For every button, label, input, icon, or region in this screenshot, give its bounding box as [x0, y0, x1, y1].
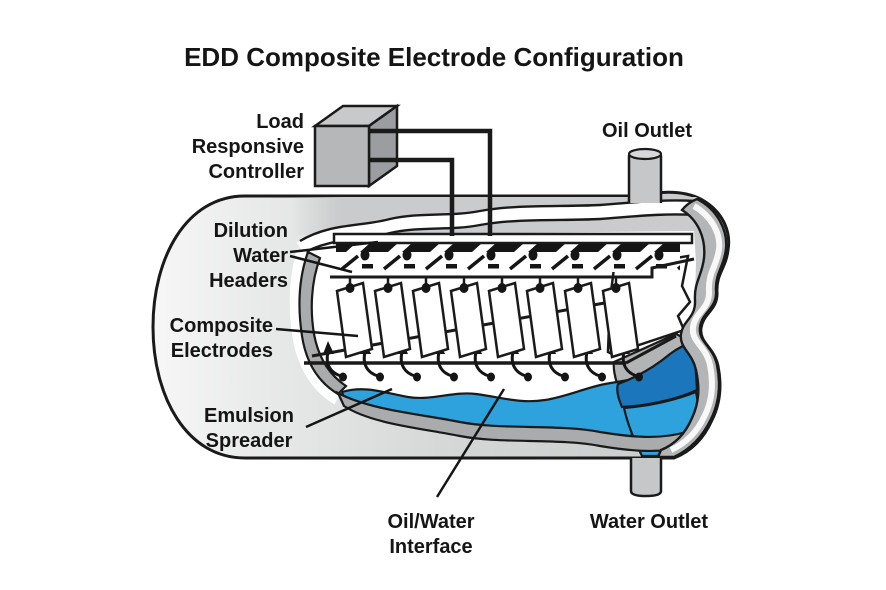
- shell-highlight: [669, 203, 723, 453]
- pointer-dilution-lower: [289, 254, 353, 274]
- electrode-plate: [563, 281, 602, 359]
- flow-hook-curve: [547, 351, 564, 378]
- wire-upper: [368, 128, 493, 236]
- label-dilution-line3: Headers: [209, 270, 288, 292]
- flow-droplet-dot: [598, 372, 606, 382]
- label-controller-line1: Load: [256, 111, 304, 133]
- label-dilution-line2: Water: [233, 245, 288, 267]
- wire-lower: [368, 157, 455, 236]
- label-electrodes-line1: Composite: [170, 315, 273, 337]
- pointer-electrodes: [275, 327, 359, 338]
- label-spreader-line1: Emulsion: [204, 405, 294, 427]
- labels: Load Responsive Controller Oil Outlet Di…: [170, 111, 709, 558]
- pointer-interface: [435, 388, 506, 498]
- electrode-plate: [373, 281, 412, 359]
- electrode-contact-dot: [611, 283, 621, 293]
- pointer-lines: [275, 240, 506, 498]
- electrode-plate: [449, 281, 488, 359]
- water-outlet-nozzle: [629, 458, 663, 498]
- flow-hook-curve: [621, 351, 638, 378]
- electrode-plate: [525, 281, 564, 359]
- flow-droplet-dot: [413, 372, 421, 382]
- electrode-plate: [601, 281, 640, 359]
- pointer-dilution-upper: [289, 240, 379, 254]
- label-interface-line1: Oil/Water: [387, 511, 474, 533]
- flow-hook-curve: [473, 351, 490, 378]
- controller-wires: [368, 128, 493, 236]
- label-controller-line3: Controller: [208, 161, 304, 183]
- electrode-contact-dot: [573, 283, 583, 293]
- controller-front-face: [313, 124, 371, 188]
- flow-droplet-dot: [450, 372, 458, 382]
- flow-droplet-dot: [524, 372, 532, 382]
- flow-hook-curve: [362, 351, 379, 378]
- flow-arrowhead-icon: [323, 341, 334, 354]
- water-dark-band: [616, 340, 699, 409]
- label-water-outlet: Water Outlet: [590, 511, 708, 533]
- electrode-contact-dot: [421, 283, 431, 293]
- label-controller-line2: Responsive: [192, 136, 304, 158]
- label-oil-outlet: Oil Outlet: [602, 120, 692, 142]
- label-spreader-line2: Spreader: [206, 430, 293, 452]
- electrode-contact-dot: [459, 283, 469, 293]
- pointer-spreader: [305, 387, 393, 429]
- label-dilution-line1: Dilution: [214, 220, 288, 242]
- flow-hook-curve: [325, 351, 342, 378]
- flow-droplet-dot: [635, 372, 643, 382]
- electrode-contact-dot: [497, 283, 507, 293]
- electrode-contact-dot: [535, 283, 545, 293]
- electrode-contact-dot: [383, 283, 393, 293]
- header-top-bar: [332, 232, 694, 245]
- composite-electrode-plates: [335, 277, 640, 359]
- electrode-plate: [487, 281, 526, 359]
- header-pattern-band: [336, 243, 680, 272]
- flow-droplet-dot: [339, 372, 347, 382]
- label-interface-line2: Interface: [389, 536, 472, 558]
- vessel-right-shell: [656, 197, 728, 459]
- flow-hook-curve: [510, 351, 527, 378]
- electrode-plate: [411, 281, 450, 359]
- oil-outlet-nozzle: [627, 147, 663, 203]
- header-bottom-plate: [330, 257, 695, 279]
- flow-droplet-dot: [487, 372, 495, 382]
- dilution-water-header: [330, 232, 695, 279]
- flow-droplet-dot: [561, 372, 569, 382]
- cutaway-left-lip: [289, 248, 348, 405]
- label-electrodes-line2: Electrodes: [171, 340, 273, 362]
- flow-droplet-dot: [376, 372, 384, 382]
- load-responsive-controller-box: [311, 103, 401, 189]
- flow-hook-curve: [584, 351, 601, 378]
- electrode-contact-dot: [345, 283, 355, 293]
- diagram-title: EDD Composite Electrode Configuration: [184, 42, 684, 72]
- flow-hook-curve: [399, 351, 416, 378]
- flow-hook-curve: [436, 351, 453, 378]
